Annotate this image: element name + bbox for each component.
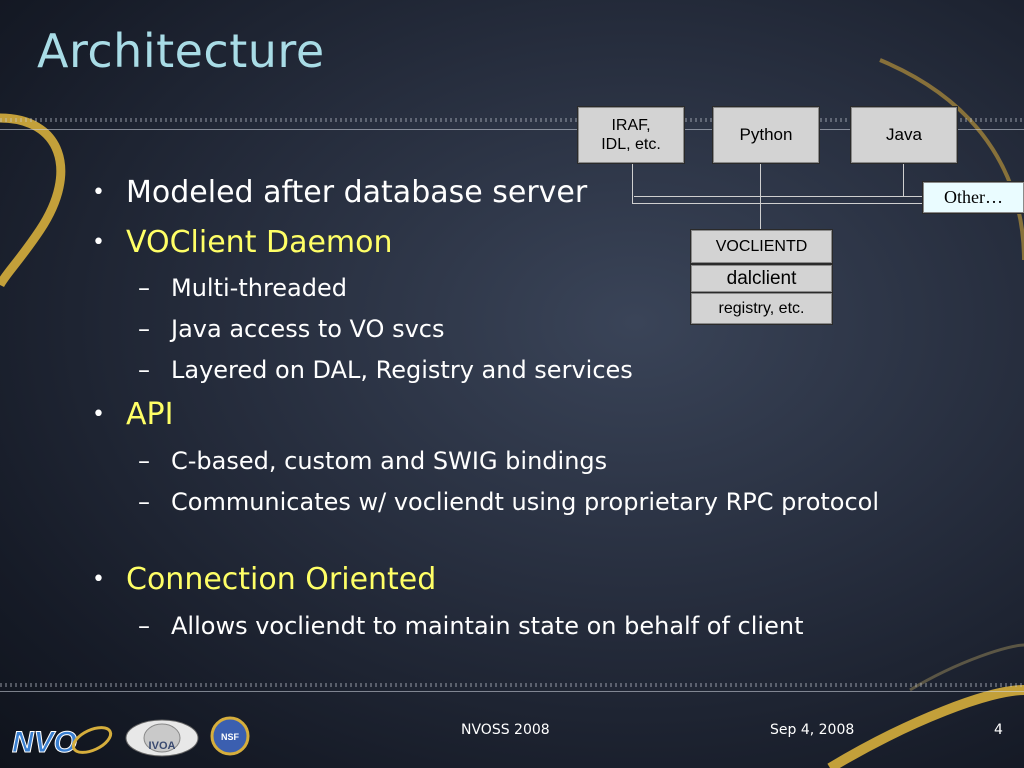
other-box: Other… <box>923 182 1024 213</box>
sub-bullet-text: C-based, custom and SWIG bindings <box>171 447 608 475</box>
slide-title: Architecture <box>37 24 325 78</box>
page-number: 4 <box>994 722 1003 738</box>
registry-label: registry, etc. <box>718 299 805 317</box>
bottom-rule <box>0 691 1024 692</box>
java-label: Java <box>886 125 922 144</box>
connector-line <box>632 203 922 204</box>
sub-bullet-dash: – <box>138 356 150 384</box>
bullet-dot: • <box>92 180 105 205</box>
registry-box: registry, etc. <box>691 293 832 324</box>
bullet-list: • Modeled after database server • VOClie… <box>92 175 880 640</box>
iraf-idl-box: IRAF, IDL, etc. <box>578 107 684 163</box>
bullet-dot: • <box>92 567 105 592</box>
footer-center-text: NVOSS 2008 <box>461 722 550 738</box>
connector-line <box>632 162 633 204</box>
bullet-text: API <box>126 397 174 432</box>
sub-bullet-dash: – <box>138 612 150 640</box>
connector-line <box>903 162 904 196</box>
sub-bullet-text: Allows vocliendt to maintain state on be… <box>171 612 804 640</box>
bottom-dotted-rule <box>0 683 1024 687</box>
sub-bullet-text: Java access to VO svcs <box>171 315 445 343</box>
sub-bullet-dash: – <box>138 315 150 343</box>
other-label: Other… <box>944 187 1003 207</box>
java-box: Java <box>851 107 957 163</box>
sub-bullet-dash: – <box>138 447 150 475</box>
iraf-label: IRAF, <box>611 117 651 134</box>
connector-line <box>760 162 761 230</box>
bullet-dot: • <box>92 402 105 427</box>
connector-line <box>634 196 922 197</box>
sub-bullet-text: Layered on DAL, Registry and services <box>171 356 633 384</box>
footer-date: Sep 4, 2008 <box>770 722 855 738</box>
sub-bullet-text: Multi-threaded <box>171 274 347 302</box>
dalclient-box: dalclient <box>691 265 832 292</box>
sub-bullet-dash: – <box>138 274 150 302</box>
python-label: Python <box>739 125 793 144</box>
voclientd-box: VOCLIENTD <box>691 230 832 263</box>
bullet-text: Connection Oriented <box>126 562 437 597</box>
bullet-text: VOClient Daemon <box>126 225 393 260</box>
sub-bullet-dash: – <box>138 488 150 516</box>
voclientd-label: VOCLIENTD <box>715 237 808 255</box>
top-rule <box>0 129 1024 130</box>
bullet-text: Modeled after database server <box>126 175 588 210</box>
dalclient-label: dalclient <box>726 267 797 289</box>
bullet-dot: • <box>92 230 105 255</box>
idl-label: IDL, etc. <box>601 136 661 153</box>
sub-bullet-text: Communicates w/ vocliendt using propriet… <box>171 488 880 516</box>
top-dotted-rule <box>0 118 1024 122</box>
python-box: Python <box>713 107 819 163</box>
